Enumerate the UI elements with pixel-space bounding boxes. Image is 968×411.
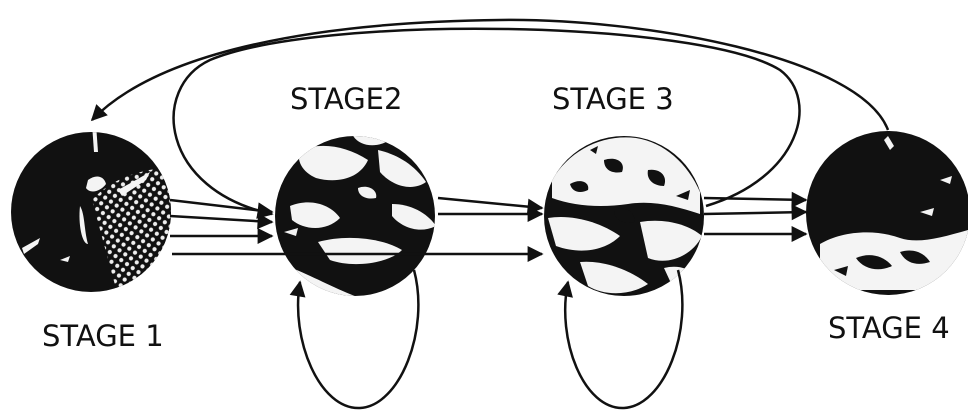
stage1-label: STAGE 1 bbox=[42, 322, 164, 351]
arrow-s3-to-s4-top bbox=[704, 198, 806, 200]
stage1-sphere bbox=[11, 124, 176, 296]
arrow-s4-to-s1-loop bbox=[92, 20, 888, 130]
stage4-label: STAGE 4 bbox=[828, 314, 950, 343]
arrow-s1-to-s2-middle bbox=[170, 216, 272, 222]
stage3-label: STAGE 3 bbox=[552, 85, 674, 114]
stage3-sphere bbox=[544, 136, 704, 296]
arrow-s3-to-s2-loop bbox=[174, 29, 800, 214]
stage2-label: STAGE2 bbox=[290, 85, 402, 114]
arrow-s3-to-s4-middle bbox=[704, 212, 806, 214]
stage2-sphere bbox=[275, 132, 436, 300]
stage4-sphere bbox=[806, 131, 968, 295]
arrow-s2-to-s3-top bbox=[438, 198, 542, 208]
